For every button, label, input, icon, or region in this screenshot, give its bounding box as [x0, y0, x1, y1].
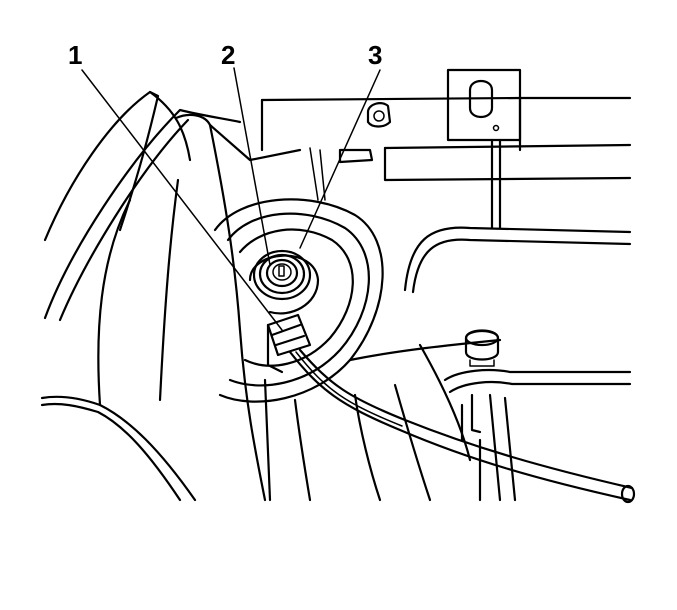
callout-label-3: 3: [368, 40, 382, 70]
leader-line-1: [81, 69, 283, 331]
leader-line-2: [233, 67, 271, 266]
callout-leaders: [81, 67, 381, 331]
left-body-panel: [40, 90, 242, 502]
wiring-harness: [288, 348, 636, 504]
callout-label-2: 2: [221, 40, 235, 70]
module-opening-rings: [213, 198, 384, 403]
fuel-pump-lock-ring: [248, 249, 320, 315]
bolt: [464, 329, 500, 367]
fuel-pump-cap: [265, 258, 299, 288]
electrical-connector: [266, 313, 312, 374]
leader-line-3: [299, 69, 381, 249]
retaining-clip: [366, 102, 392, 128]
lower-interior-panels: [263, 338, 502, 502]
mounting-bracket: [446, 68, 632, 142]
callout-label-1: 1: [68, 40, 82, 70]
fuel-lines: [403, 138, 632, 294]
cover-panel: [174, 96, 632, 502]
right-mounting-rail: [443, 368, 632, 502]
